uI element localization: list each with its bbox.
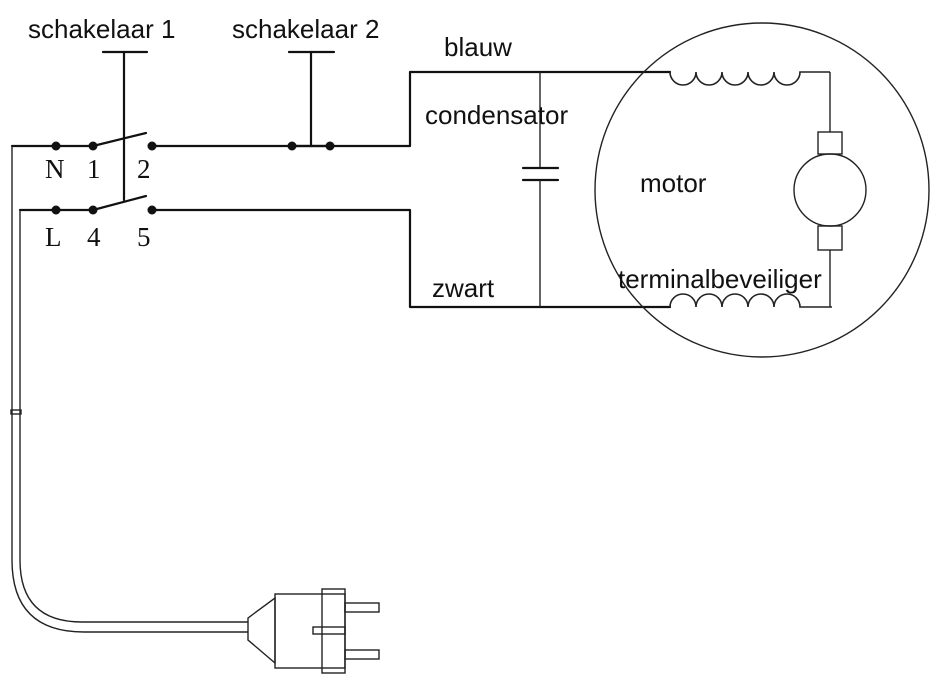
capacitor-label: condensator — [425, 100, 568, 130]
terminal-dot-1 — [88, 141, 98, 151]
cord-outer — [11, 146, 248, 633]
motor-internals — [793, 72, 867, 307]
terminal-label-5: 5 — [137, 222, 151, 252]
terminal-dot-4 — [88, 205, 98, 215]
terminal-label-l: L — [45, 222, 62, 252]
terminal-label-1: 1 — [87, 154, 101, 184]
motor-armature — [793, 153, 867, 227]
motor-brush-top — [817, 131, 843, 155]
winding-top — [669, 71, 830, 86]
cord-inner — [19, 210, 248, 623]
terminal-label-n: N — [45, 154, 65, 184]
plug — [247, 588, 380, 674]
plug-earth-clip — [312, 626, 346, 635]
live-wiring — [18, 208, 672, 309]
terminal-dot-n — [51, 141, 61, 151]
neutral-wiring — [10, 70, 672, 148]
winding-bottom — [669, 293, 832, 308]
plug-body — [274, 593, 346, 669]
switch-1-label: schakelaar 1 — [28, 14, 175, 44]
switch-2-label: schakelaar 2 — [232, 14, 379, 44]
capacitor — [521, 72, 560, 307]
switch-1-blade-upper — [91, 131, 148, 148]
terminal-dot-sw2-b — [325, 141, 335, 151]
plug-pin-bottom — [344, 649, 380, 660]
plug-pin-top — [344, 602, 380, 613]
motor-brush-bottom — [817, 225, 843, 251]
motor-label: motor — [640, 168, 707, 198]
plug-strain-relief — [247, 596, 276, 665]
wire-blue — [150, 70, 672, 148]
terminal-dot-sw2-a — [287, 141, 297, 151]
terminal-label-2: 2 — [137, 154, 151, 184]
black-wire-label: zwart — [432, 273, 495, 303]
power-cord — [10, 146, 248, 633]
terminal-dots — [51, 141, 335, 215]
switch-1-blade-lower — [91, 194, 148, 212]
blue-wire-label: blauw — [444, 32, 512, 62]
terminal-dot-l — [51, 205, 61, 215]
thermal-protector-label: terminalbeveiliger — [618, 264, 822, 294]
plug-face — [321, 588, 346, 674]
terminal-dot-5 — [147, 205, 157, 215]
cord-sleeve — [10, 409, 22, 415]
wire-black — [150, 208, 672, 309]
terminal-dot-2 — [147, 141, 157, 151]
switch-1 — [91, 50, 149, 212]
terminal-label-4: 4 — [87, 222, 101, 252]
switch-2 — [287, 50, 336, 148]
motor-housing — [594, 22, 930, 358]
